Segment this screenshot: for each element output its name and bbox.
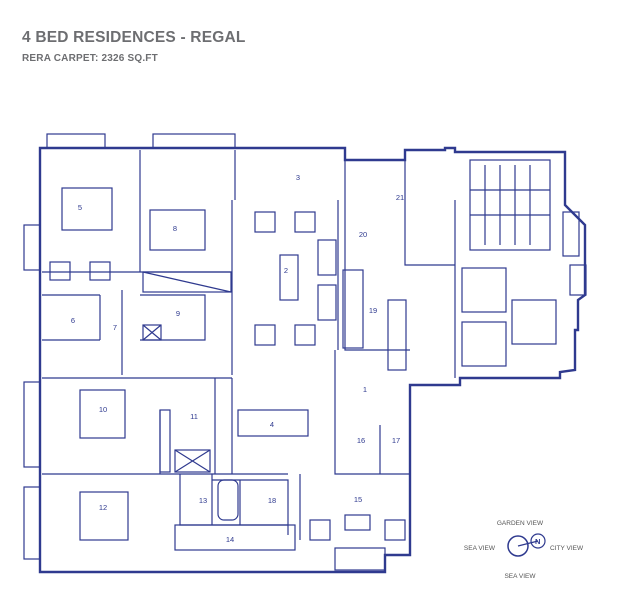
wardrobe: [174, 524, 296, 551]
lift: [461, 267, 507, 313]
room-label: 3: [296, 173, 300, 182]
room-label: 9: [176, 309, 180, 318]
bay-window: [23, 486, 41, 560]
room-label: 13: [199, 496, 207, 505]
bathtub: [217, 479, 239, 521]
bed: [149, 209, 206, 251]
room-label: 17: [392, 436, 400, 445]
coffee-table: [279, 254, 299, 301]
armchair: [254, 324, 276, 346]
room-label: 20: [359, 230, 367, 239]
compass-bottom-label: SEA VIEW: [504, 573, 536, 580]
armchair: [89, 261, 111, 281]
room-label: 2: [284, 266, 288, 275]
armchair: [254, 211, 276, 233]
room-label: 1: [363, 385, 367, 394]
bay-window: [152, 133, 236, 149]
lift: [511, 299, 557, 345]
kitchen-counter: [342, 269, 364, 349]
room-label: 19: [369, 306, 377, 315]
room-label: 11: [190, 412, 198, 421]
sofa: [317, 239, 337, 276]
bed: [79, 389, 126, 439]
bay-window: [23, 381, 41, 468]
room-label: 10: [99, 405, 107, 414]
wardrobe: [142, 271, 232, 293]
room-label: 21: [396, 193, 404, 202]
room-label: 5: [78, 203, 82, 212]
bay-window: [23, 224, 41, 271]
interior-wall: [42, 150, 456, 540]
sofa: [317, 284, 337, 321]
bed: [79, 491, 129, 541]
armchair: [294, 211, 316, 233]
armchair: [309, 519, 331, 541]
staircase: [469, 159, 551, 251]
room-label: 4: [270, 420, 274, 429]
armchair: [384, 519, 406, 541]
bay-window: [569, 264, 587, 296]
room-label: 7: [113, 323, 117, 332]
room-label: 18: [268, 496, 276, 505]
room-label: 15: [354, 495, 362, 504]
armchair: [294, 324, 316, 346]
compass-top-label: GARDEN VIEW: [497, 520, 544, 527]
sofa: [334, 547, 386, 571]
compass-right-label: CITY VIEW: [550, 545, 584, 552]
room-label: 12: [99, 503, 107, 512]
lift: [461, 321, 507, 367]
armchair: [49, 261, 71, 281]
wardrobe: [159, 409, 171, 473]
outer-wall: [38, 146, 587, 574]
dining-table: [237, 409, 309, 437]
carpet-area-subtitle: RERA CARPET: 2326 SQ.FT: [22, 53, 158, 64]
room-label: 6: [71, 316, 75, 325]
bay-window: [46, 133, 106, 149]
room-label: 8: [173, 224, 177, 233]
bay-window: [562, 211, 580, 257]
room-label: 14: [226, 535, 234, 544]
plan-title: 4 BED RESIDENCES - REGAL: [22, 29, 246, 46]
compass: N GARDEN VIEW SEA VIEW CITY VIEW SEA VIE…: [464, 520, 584, 580]
shower: [142, 324, 162, 341]
compass-north: N: [535, 537, 540, 546]
kitchen-counter: [387, 299, 407, 371]
room-label: 16: [357, 436, 365, 445]
bed: [61, 187, 113, 231]
shower: [174, 449, 211, 473]
center-table: [344, 514, 371, 531]
compass-left-label: SEA VIEW: [464, 545, 496, 552]
